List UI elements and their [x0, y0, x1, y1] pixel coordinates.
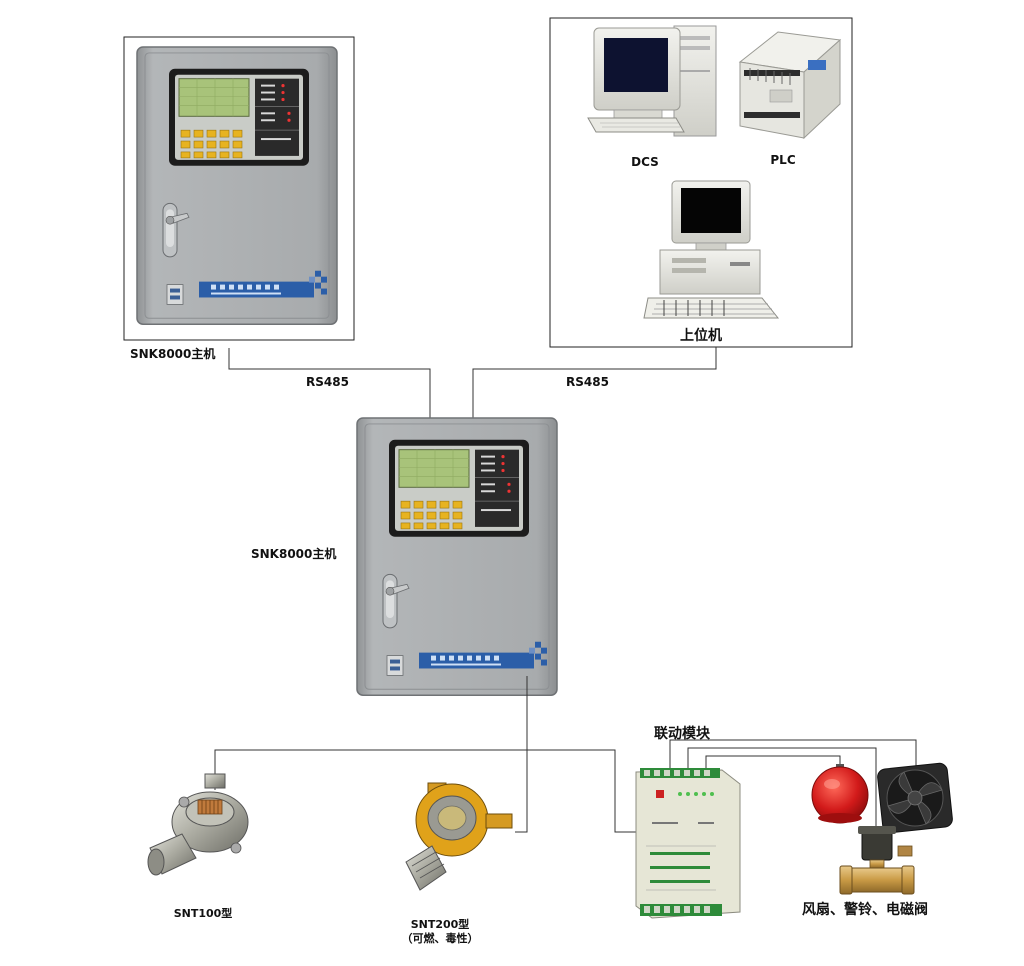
alarm-bell-icon	[811, 764, 869, 824]
upper-computer-label: 上位机	[680, 328, 722, 344]
rs485-connectors	[228, 347, 717, 420]
rs485-left-label: RS485	[306, 375, 349, 389]
linkage-module-label: 联动模块	[654, 726, 710, 742]
solenoid-valve-icon	[839, 826, 915, 895]
snk8000-middle-label: SNK8000主机	[251, 547, 337, 561]
snt200-sensor-icon	[405, 782, 513, 891]
dcs-label: DCS	[631, 155, 659, 169]
output-devices-label: 风扇、警铃、电磁阀	[802, 902, 928, 918]
dcs-computer-icon	[587, 25, 717, 137]
snk8000-cabinet-middle	[356, 417, 558, 696]
linkage-module-icon	[635, 768, 741, 919]
snk8000-cabinet-top	[136, 46, 338, 325]
fan-icon	[877, 762, 953, 834]
rs485-right-label: RS485	[566, 375, 609, 389]
plc-icon	[738, 31, 842, 140]
snk8000-top-label: SNK8000主机	[130, 347, 216, 361]
upper-computer-icon	[643, 180, 780, 319]
snt200-label: SNT200型	[410, 918, 470, 931]
field-bus-lines	[214, 676, 917, 833]
plc-label: PLC	[770, 153, 796, 167]
snt100-label: SNT100型	[173, 907, 233, 920]
snt100-sensor-icon	[147, 773, 249, 876]
snt200-sub-label: （可燃、毒性）	[401, 932, 479, 945]
